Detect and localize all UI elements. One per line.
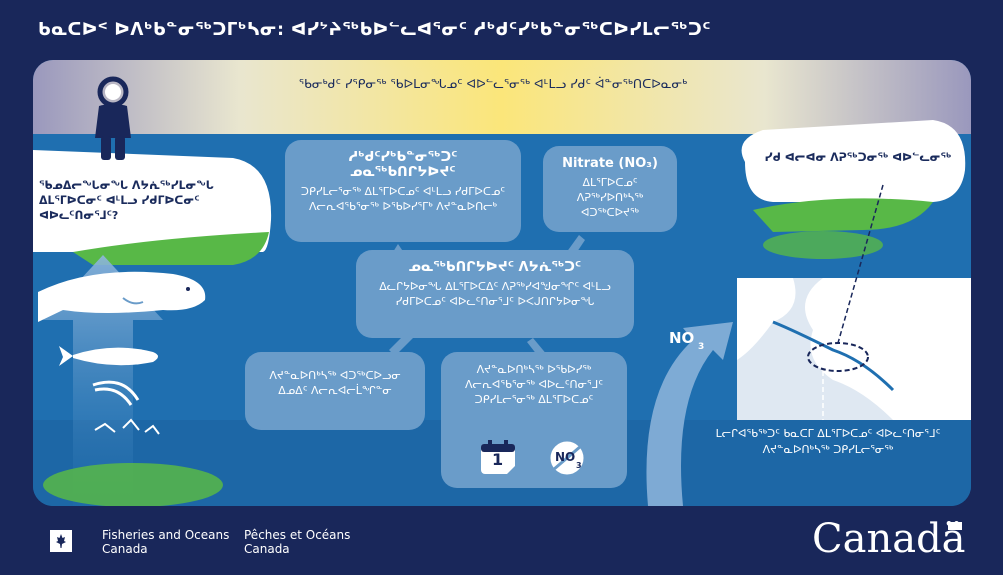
dept-en-line2: Canada	[102, 542, 148, 556]
calendar-number: 1	[492, 450, 504, 469]
up-arrow-left	[43, 255, 163, 506]
box-nitrate: Nitrate (NO₃) ᐃᒪᕐᒥᐅᑕᓄᑦ ᐱᕈᖅᓯᐅᑎᒃᓴᖅ ᐊᑐᖅᑕᐅᔪᖅ	[543, 146, 677, 232]
right-ice-floe	[741, 120, 966, 202]
left-ice-floe	[33, 150, 272, 252]
no-nitrate-icon: NO 3	[545, 438, 589, 478]
beluga-icon	[38, 271, 206, 322]
headline: ᑲᓇᑕᐅᑉ ᐅᐱᒃᑲᓐᓂᖅᑐᒥᒃᓴᓂ: ᐊᓯᔾᔨᖅᑲᐅᓪᓚᐊᕐᓂᑦ ᓱᒃᑯᑦᓯᒃ…	[38, 20, 711, 40]
box-center: ᓄᓇᖅᑲᑎᒋᔭᐅᔪᑦ ᐱᔭᕇᖅᑐᑦ ᐃᓚᒋᔭᐅᓂᖓ ᐃᒪᕐᒥᐅᑕᐃᑦ ᐱᕈᖅᓯᐊ…	[356, 250, 634, 338]
ice-left-text: ᖃᓄᐃᓕᖓᓂᖓ ᐱᔭᕇᖅᓯᒪᓂᖓ ᐃᒪᕐᒥᐅᑕᓂᑦ ᐊᒻᒪᓗ ᓯᑯᒥᐅᑕᓂᑦ ᐊ…	[39, 179, 214, 222]
dept-fr-line2: Canada	[244, 542, 290, 556]
box-bottom-center-text: ᐱᔪᓐᓇᐅᑎᒃᓴᖅ ᐅᖃᐅᓯᖅ ᐱᓕᕆᐊᖃᕐᓂᖅ ᐊᐅᓚᑦᑎᓂᕐᒧᑦ ᑐᑭᓯᒪᓕ…	[464, 363, 604, 406]
calendar-icon: 1	[479, 438, 519, 476]
pointer-ice	[837, 184, 884, 344]
box-bottom-center: ᐱᔪᓐᓇᐅᑎᒃᓴᖅ ᐅᖃᐅᓯᖅ ᐱᓕᕆᐊᖃᕐᓂᖅ ᐊᐅᓚᑦᑎᓂᕐᒧᑦ ᑐᑭᓯᒪᓕ…	[441, 352, 627, 488]
sky-text: ᖃᓂᒃᑯᑦ ᓯᕿᓂᖅ ᖃᐅᒪᓂᖓᓄᑦ ᐊᐅᓪᓚᕐᓂᖅ ᐊᒻᒪᓗ ᓯᑯᑦ ᐋᓐᓂᖅ…	[298, 76, 688, 91]
svg-text:3: 3	[698, 342, 704, 352]
canada-wordmark: Canadä	[812, 516, 966, 562]
dept-en-line1: Fisheries and Oceans	[102, 528, 230, 542]
arrow-center-left	[389, 334, 413, 356]
box-top-left: ᓱᒃᑯᑦᓯᒃᑲᓐᓂᖅᑐᑦ ᓄᓇᖅᑲᑎᒋᔭᐅᔪᑦ ᑐᑭᓯᒪᓕᕐᓂᖅ ᐃᒪᕐᒥᐅᑕᓄ…	[285, 140, 521, 242]
box-top-left-title: ᓱᒃᑯᑦᓯᒃᑲᓐᓂᖅᑐᑦ ᓄᓇᖅᑲᑎᒋᔭᐅᔪᑦ	[348, 150, 458, 180]
box-center-title: ᓄᓇᖅᑲᑎᒋᔭᐅᔪᑦ ᐱᔭᕇᖅᑐᑦ	[408, 260, 582, 275]
map-caption: ᒪᓕᒋᐊᖃᖅᑐᑦ ᑲᓇᑕᒥ ᐃᒪᕐᒥᐅᑕᓄᑦ ᐊᐅᓚᑦᑎᓂᕐᒧᑦ ᐱᔪᓐᓇᐅᑎᒃ…	[715, 427, 941, 456]
diagram-panel: NO 3 ᖃᓂᒃᑯᑦ ᓯᕿᓂᖅ ᖃᐅᒪᓂᖓᓄᑦ ᐊᐅᓪᓚᕐᓂᖅ ᐊᒻᒪᓗ ᓯᑯᑦ…	[33, 60, 971, 506]
phytoplankton-left	[43, 463, 223, 506]
no3-icon-sub: 3	[576, 461, 582, 470]
box-nitrate-title: Nitrate (NO₃)	[562, 156, 658, 171]
ice-right-text: ᓯᑯ ᐊᓕᐊᓂ ᐱᕈᖅᑐᓂᖅ ᐊᐅᓪᓚᓂᖅ	[764, 151, 952, 164]
box-nitrate-body: ᐃᒪᕐᒥᐅᑕᓄᑦ ᐱᕈᖅᓯᐅᑎᒃᓴᖅ ᐊᑐᖅᑕᐅᔪᖅ	[576, 176, 644, 219]
arctic-map	[737, 278, 971, 420]
box-center-body: ᐃᓚᒋᔭᐅᓂᖓ ᐃᒪᕐᒥᐅᑕᐃᑦ ᐱᕈᖅᓯᐊᖑᓂᖏᑦ ᐊᒻᒪᓗ ᓯᑯᒥᐅᑕᓄᑦ …	[379, 280, 611, 308]
no3-arrow-label: NO	[669, 329, 694, 347]
box-bottom-left-text: ᐱᔪᓐᓇᐅᑎᒃᓴᖅ ᐊᑐᖅᑕᐅᓗᓂ ᐃᓄᐃᑦ ᐱᓕᕆᐊᓕᒫᖏᓐᓂ	[269, 369, 401, 397]
department-french: Pêches et Océans Canada	[244, 528, 350, 556]
zooplankton-icon	[94, 418, 160, 435]
sun-glow	[262, 60, 742, 155]
right-ice-algae	[753, 198, 933, 232]
fish-icon	[59, 346, 158, 366]
box-bottom-left: ᐱᔪᓐᓇᐅᑎᒃᓴᖅ ᐊᑐᖅᑕᐅᓗᓂ ᐃᓄᐃᑦ ᐱᓕᕆᐊᓕᒫᖏᓐᓂ	[245, 352, 425, 430]
left-ice-algae	[73, 232, 269, 265]
dept-fr-line1: Pêches et Océans	[244, 528, 351, 542]
wordmark-flag-icon	[948, 522, 962, 530]
person-icon	[95, 76, 131, 160]
canada-flag-icon	[40, 530, 82, 552]
phytoplankton-right	[763, 231, 883, 259]
no3-icon-label: NO	[555, 450, 576, 464]
shrimp-icon	[92, 380, 140, 406]
box-top-left-body: ᑐᑭᓯᒪᓕᕐᓂᖅ ᐃᒪᕐᒥᐅᑕᓄᑦ ᐊᒻᒪᓗ ᓯᑯᒥᐅᑕᓄᑦ ᐱᓕᕆᐊᖃᕐᓂᖅ …	[300, 185, 506, 213]
no3-up-arrow	[646, 322, 733, 506]
department-english: Fisheries and Oceans Canada	[102, 528, 229, 556]
footer: Fisheries and Oceans Canada Pêches et Oc…	[0, 510, 1003, 575]
